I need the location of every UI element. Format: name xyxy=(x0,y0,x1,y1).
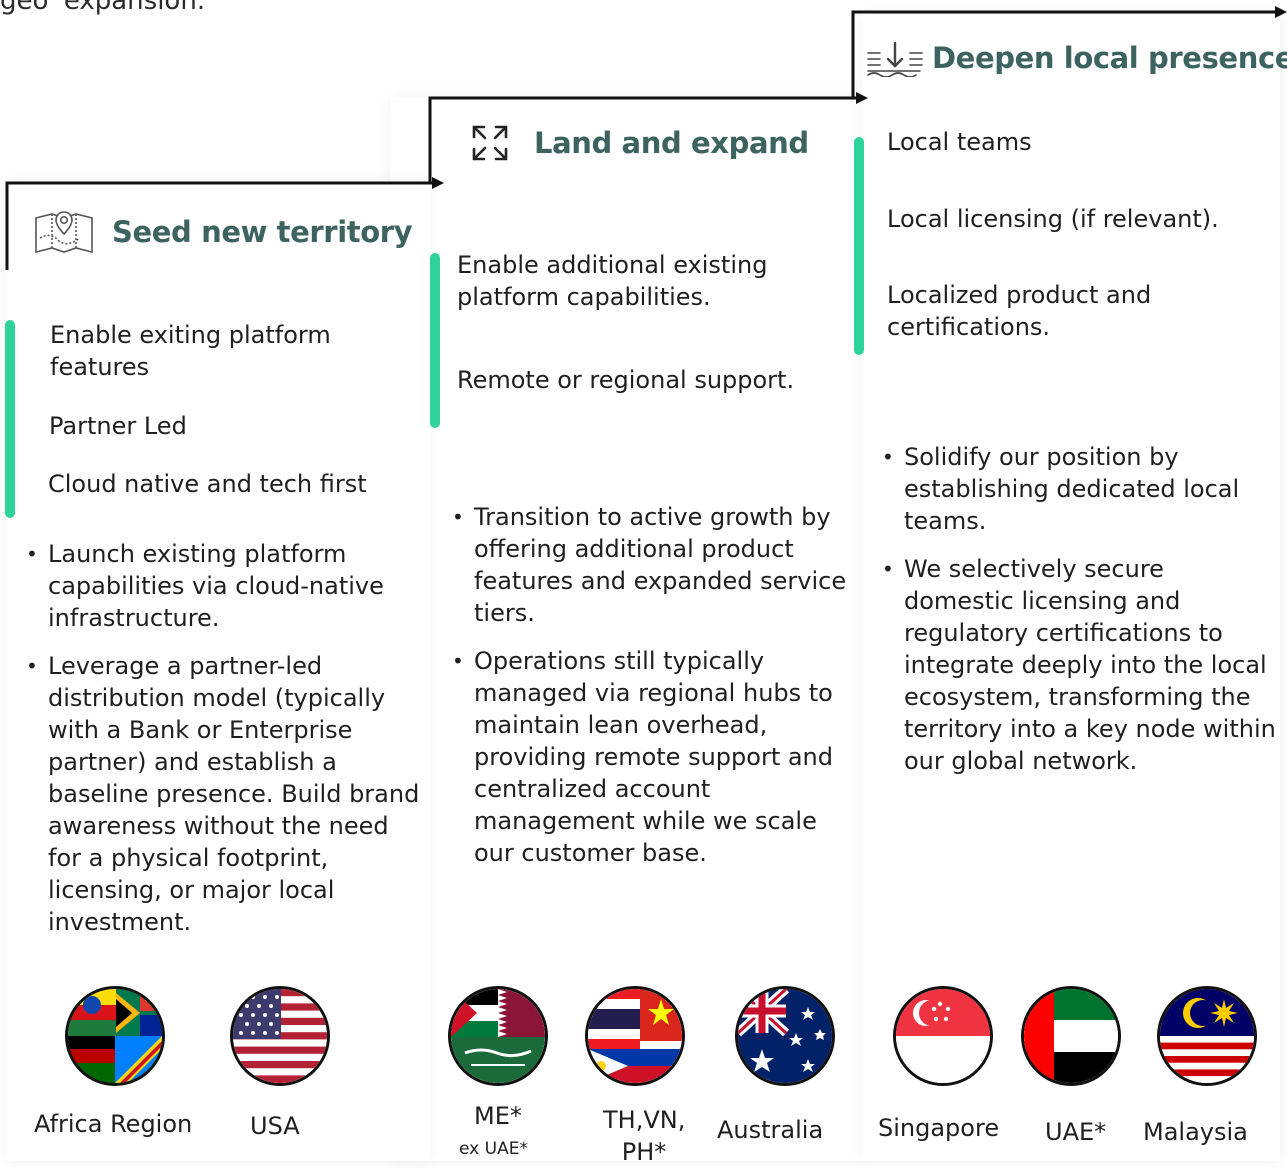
stage-title-seed: Seed new territory xyxy=(34,208,413,256)
stage-title-text: Land and expand xyxy=(534,126,809,160)
bullet-item: Operations still typically managed via r… xyxy=(448,645,858,869)
feature-item: Local licensing (if relevant). xyxy=(887,205,1219,233)
region-sublabel: ex UAE* xyxy=(459,1139,528,1159)
region-label: UAE* xyxy=(1045,1118,1107,1146)
stage-title-text: Seed new territory xyxy=(112,215,413,249)
bullet-item: Launch existing platform capabilities vi… xyxy=(22,538,422,634)
feature-item: Enable exiting platform features xyxy=(50,321,331,381)
expand-icon xyxy=(470,123,510,163)
feature-item: Cloud native and tech first xyxy=(48,470,367,498)
stage-card-land xyxy=(390,97,868,1161)
bullet-item: Solidify our position by establishing de… xyxy=(878,441,1278,537)
stage-bullets-land: Transition to active growth by offering … xyxy=(448,501,858,885)
step-connector-arrows xyxy=(5,6,1287,270)
region-label: ME* xyxy=(474,1102,522,1130)
stage-bullets-seed: Launch existing platform capabilities vi… xyxy=(22,538,422,954)
feature-accent-bar xyxy=(430,253,440,428)
feature-item: Partner Led xyxy=(49,412,187,440)
bullet-item: Leverage a partner-led distribution mode… xyxy=(22,650,422,938)
stage-title-land: Land and expand xyxy=(470,123,809,163)
roots-icon xyxy=(866,39,924,78)
stage-title-deepen: Deepen local presence xyxy=(866,39,1287,78)
bullet-item: We selectively secure domestic licensing… xyxy=(878,553,1278,777)
australia-flag-icon xyxy=(735,986,835,1086)
middle-east-flags-icon xyxy=(448,986,548,1086)
feature-item: Localized product and certifications. xyxy=(887,281,1152,341)
map-pin-icon xyxy=(34,208,94,256)
africa-flags-icon xyxy=(65,986,165,1086)
region-label: Malaysia xyxy=(1143,1118,1248,1146)
th-vn-ph-flags-icon xyxy=(585,986,685,1086)
feature-item: Local teams xyxy=(887,128,1032,156)
region-label: Singapore xyxy=(878,1114,1000,1142)
feature-item: Remote or regional support. xyxy=(457,366,795,394)
malaysia-flag-icon xyxy=(1157,986,1257,1086)
bullet-item: Transition to active growth by offering … xyxy=(448,501,858,629)
feature-accent-bar xyxy=(854,137,864,355)
intro-text-fragment: geo' expansion. xyxy=(0,0,206,16)
usa-flag-icon xyxy=(230,986,330,1086)
region-label: Australia xyxy=(717,1116,824,1144)
region-label: USA xyxy=(250,1112,300,1140)
feature-accent-bar xyxy=(5,320,15,518)
singapore-flag-icon xyxy=(893,986,993,1086)
feature-item: Enable additional existing platform capa… xyxy=(457,251,768,311)
region-label: Africa Region xyxy=(34,1110,193,1138)
region-label: TH,VN, PH* xyxy=(603,1106,686,1166)
stage-bullets-deepen: Solidify our position by establishing de… xyxy=(878,441,1278,793)
stage-title-text: Deepen local presence xyxy=(932,41,1287,75)
uae-flag-icon xyxy=(1021,986,1121,1086)
